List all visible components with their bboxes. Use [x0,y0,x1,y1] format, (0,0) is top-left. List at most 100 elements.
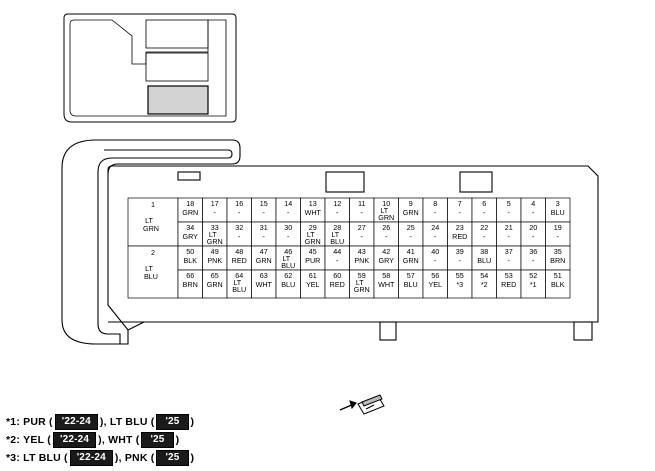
terminal-cell [422,269,448,299]
wire-color: - [459,256,462,265]
terminal-number: 2 [151,248,155,257]
highlighted-connector-location [147,85,209,115]
wire-color: GRN [207,237,223,246]
terminal-number: 4 [531,199,535,208]
note-color-a: YEL [23,434,45,446]
viewing-direction-icon [339,394,385,415]
wire-color: - [508,256,511,265]
terminal-number: 8 [433,199,437,208]
terminal-number: 57 [407,271,415,280]
terminal-cell [447,245,473,271]
wire-color: WHT [305,208,322,217]
wire-color: GRN [403,208,419,217]
wire-color: - [410,232,413,241]
terminal-cell [324,197,350,223]
terminal-cell [202,197,228,223]
terminal-number: 21 [505,223,513,232]
wire-color: BLU [404,280,418,289]
wire-color: WHT [256,280,273,289]
terminal-number: 46 [284,247,292,256]
terminal-number: 28 [333,223,341,232]
terminal-number: 29 [309,223,317,232]
wire-color: GRN [207,280,223,289]
terminal-cell [520,269,546,299]
wire-color: PNK [354,256,369,265]
terminal-cell [349,269,375,299]
wire-color: LT [356,278,364,287]
terminal-number: 12 [333,199,341,208]
wire-color: GRY [379,256,395,265]
wire-color: - [263,232,266,241]
terminal-number: 6 [482,199,486,208]
wire-color: - [336,256,339,265]
terminal-number: 45 [309,247,317,256]
wire-color: BLU [281,261,295,270]
terminal-number: 24 [431,223,439,232]
terminal-number: 43 [358,247,366,256]
terminal-cell [300,269,326,299]
wire-color: RED [232,256,247,265]
wire-color: - [483,208,486,217]
wire-color: GRN [354,285,370,294]
terminal-cell [373,245,399,271]
wire-color: - [508,232,511,241]
note-key: *2: [6,434,21,446]
wire-color: - [385,232,388,241]
terminal-cell [447,221,473,247]
terminal-number: 14 [284,199,292,208]
wire-color: LT [145,216,153,225]
wire-color: GRN [305,237,321,246]
year-badge: '25 [141,432,174,448]
terminal-cell [127,197,179,247]
wire-color: PNK [207,256,222,265]
terminal-cell [202,269,228,299]
terminal-number: 58 [382,271,390,280]
terminal-number: 34 [186,223,194,232]
note-key: *1: [6,416,21,428]
wire-color: *1 [530,280,537,289]
wire-color: LT [307,230,315,239]
terminal-number: 35 [554,247,562,256]
terminal-cell [447,197,473,223]
terminal-cell [520,221,546,247]
note-color-b: PNK [124,452,148,464]
wire-color: WHT [378,280,395,289]
terminal-cell [300,221,326,247]
terminal-cell [177,269,203,299]
terminal-cell [226,221,252,247]
terminal-number: 60 [333,271,341,280]
wire-color: - [483,232,486,241]
wire-color: PUR [305,256,320,265]
terminal-cell [373,221,399,247]
terminal-number: 54 [480,271,488,280]
wire-color: LT [380,206,388,215]
terminal-cell [471,221,497,247]
terminal-cell [447,269,473,299]
terminal-number: 63 [260,271,268,280]
connector-housing [61,139,599,345]
terminal-cell [300,197,326,223]
terminal-cell [471,197,497,223]
terminal-number: 39 [456,247,464,256]
wire-color: GRN [403,256,419,265]
terminal-number: 1 [151,200,155,209]
terminal-number: 30 [284,223,292,232]
year-badge: '25 [156,414,189,430]
wire-color: - [434,232,437,241]
terminal-number: 33 [211,223,219,232]
terminal-cell [275,197,301,223]
terminal-cell [422,245,448,271]
wire-color: RED [330,280,345,289]
wire-color: - [263,208,266,217]
wire-color: - [508,208,511,217]
terminal-number: 10 [382,199,390,208]
terminal-number: 40 [431,247,439,256]
terminal-grid: 1LTGRN2LTBLU18GRN17-16-15-14-13WHT12-11-… [127,197,571,299]
terminal-number: 27 [358,223,366,232]
year-badge: '22-24 [69,450,113,466]
wire-color: BLU [330,237,344,246]
wire-color: LT [331,230,339,239]
terminal-cell [545,245,571,271]
terminal-cell [398,197,424,223]
wire-color: YEL [306,280,320,289]
